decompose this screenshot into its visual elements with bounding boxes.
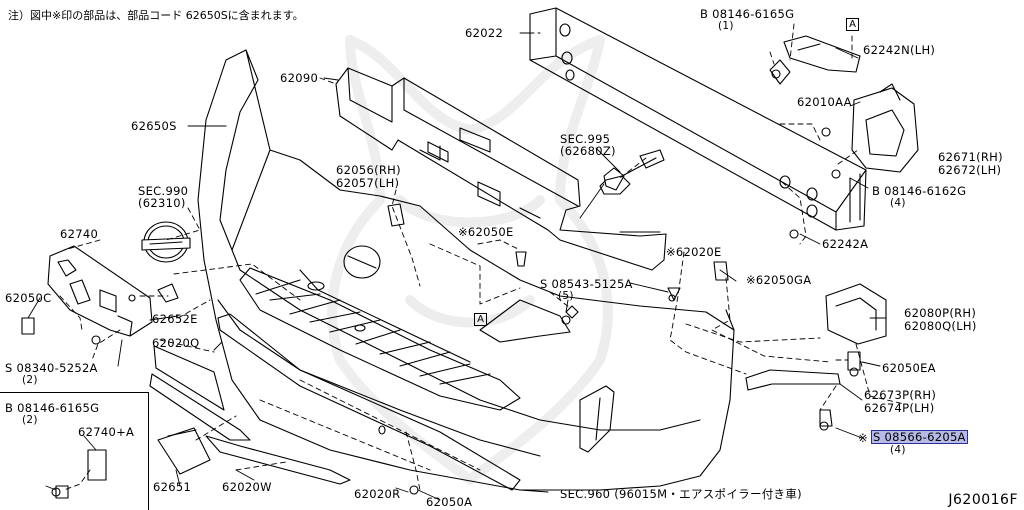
bolts [51,69,859,497]
label-62242N: 62242N(LH) [863,43,936,57]
label-08146-6165G-top: B 08146-6165G [700,7,795,21]
label-62050A: 62050A [426,495,473,509]
mount-disk [343,245,381,279]
label-sec960: SEC.960 (96015M・エアスポイラー付き車) [560,487,802,501]
label-62242A: 62242A [822,237,869,251]
reinforcement-62022 [529,7,867,231]
label-62050E: ※62050E [458,225,514,239]
license-bracket-62740 [47,245,153,337]
label-62672: 62672(LH) [938,163,1002,177]
bracket-62242N [769,35,861,85]
label-08146-6162G: B 08146-6162G [872,184,967,198]
label-62651: 62651 [153,480,192,494]
bumper-fascia-62650S [197,49,735,491]
diagram-note: 注）図中※印の部品は、部品コード 62650Sに含まれます。 [8,9,304,22]
label-62020E: ※62020E [666,245,722,259]
label-62650S: 62650S [131,119,177,133]
label-08146-inset-qty: (2) [22,414,38,426]
label-62740: 62740 [60,227,99,241]
label-62673P: 62673P(RH) [864,388,937,402]
label-08543-qty: (5) [558,290,574,302]
inset-frame [0,392,149,510]
label-62050GA: ※62050GA [746,273,812,287]
tow-hook-62680Z [599,157,657,195]
label-62080P: 62080P(RH) [904,306,977,320]
label-sec990-ref: (62310) [138,196,186,210]
leader-lines [59,23,905,491]
bracket-62080P [825,283,887,345]
ref-box-a-center: A [474,313,487,326]
label-62050C: 62050C [5,291,52,305]
label-sec995-ref: (62680Z) [560,144,616,158]
stay-62673P [745,369,841,391]
label-08566-qty: (4) [890,444,906,456]
label-62056: 62056(RH) [336,163,401,177]
label-08543-5125A: S 08543-5125A [540,277,633,291]
label-08340-5252A: S 08340-5252A [5,361,98,375]
moldings [55,313,521,499]
label-08146-top-qty: (1) [718,20,734,32]
label-62740A: 62740+A [78,425,135,439]
label-sec990: SEC.990 [138,184,189,198]
label-08146-6162G-qty: (4) [890,197,906,209]
label-62020R: 62020R [354,487,401,501]
label-62050EA: 62050EA [882,361,936,375]
diagram-code: J620016F [948,492,1018,508]
side-bracket-62671 [851,83,919,173]
small-parts [21,149,861,427]
label-62010AA: 62010AA [797,95,852,109]
label-08566-6205A-highlighted[interactable]: S 08566-6205A [871,430,968,444]
label-08566-mark: ※ [858,431,868,445]
solid-leaders [27,32,887,501]
label-62080Q: 62080Q(LH) [904,319,977,333]
label-sec995: SEC.995 [560,132,611,146]
label-62057: 62057(LH) [336,176,400,190]
label-62652E: 62652E [152,312,198,326]
watermark-logo [327,35,613,485]
absorber-62090 [335,67,667,271]
label-62674P: 62674P(LH) [864,401,935,415]
label-62090: 62090 [280,71,319,85]
label-08146-6165G-inset: B 08146-6165G [5,401,100,415]
label-62020Q: 62020Q [152,336,200,350]
label-62671: 62671(RH) [938,150,1003,164]
ref-box-a-top: A [846,18,859,31]
emblem-62310 [141,221,191,263]
label-62022: 62022 [465,26,504,40]
label-62020W: 62020W [222,480,272,494]
label-08340-qty: (2) [22,374,38,386]
